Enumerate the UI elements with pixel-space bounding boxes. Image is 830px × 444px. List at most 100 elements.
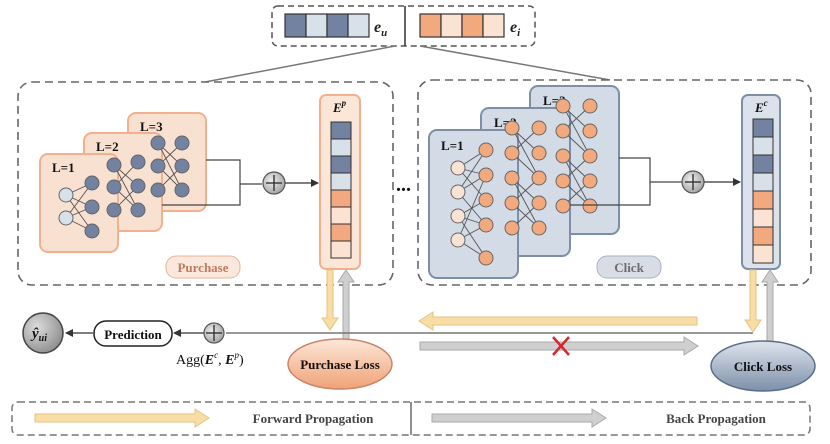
purchase-matrix-cells bbox=[330, 121, 352, 259]
click-l2-node bbox=[504, 220, 520, 236]
click-layer2-link bbox=[570, 182, 651, 206]
purchase-matrix-cell bbox=[330, 189, 352, 208]
click-panel-frame bbox=[417, 79, 812, 286]
click-l3-node bbox=[582, 198, 598, 214]
click-l3-node bbox=[582, 123, 598, 139]
click-l3-node bbox=[582, 173, 598, 189]
prediction-label: Prediction bbox=[104, 327, 162, 342]
click-matrix-label: Ec bbox=[754, 98, 768, 115]
purchase-tag-label: Purchase bbox=[177, 260, 228, 275]
click-matrix-cells bbox=[752, 118, 774, 264]
click-to-prediction-forward-arrow bbox=[418, 311, 698, 331]
click-l1-node bbox=[478, 167, 494, 183]
click-graph-network bbox=[450, 98, 598, 266]
click-l2-node bbox=[504, 120, 520, 136]
user-embedding-cell bbox=[326, 13, 349, 38]
embedding-panel-frame bbox=[271, 5, 536, 47]
user-embedding-label: eu bbox=[374, 19, 387, 39]
click-l2-edge bbox=[511, 127, 540, 179]
click-l2-edge bbox=[511, 177, 540, 229]
item-embedding-cell bbox=[440, 13, 463, 38]
purchase-layer2-link bbox=[162, 184, 241, 206]
click-l1-edge bbox=[457, 149, 487, 193]
purchase-graph-network bbox=[58, 135, 190, 239]
purchase-l1-node bbox=[58, 187, 74, 203]
legend-forward-swatch bbox=[34, 408, 210, 428]
purchase-l3-node bbox=[150, 158, 166, 174]
purchase-l2-node bbox=[130, 202, 146, 218]
click-matrix-cell bbox=[752, 244, 774, 264]
click-matrix-cell bbox=[752, 226, 774, 246]
click-l2-node bbox=[531, 220, 547, 236]
purchase-l2-node bbox=[106, 202, 122, 218]
click-layer3-link bbox=[619, 157, 682, 183]
purchase-back-arrow bbox=[337, 269, 355, 343]
click-matrix-cell bbox=[752, 208, 774, 228]
item-embedding-vector bbox=[419, 13, 505, 38]
purchase-matrix-cell bbox=[330, 223, 352, 242]
click-l1-node bbox=[478, 142, 494, 158]
behavior-ellipsis: ... bbox=[396, 174, 411, 196]
click-l2-node bbox=[531, 170, 547, 186]
click-behavior-panel: L=3 L=2 L=1 Ec Click bbox=[417, 79, 812, 286]
click-matrix-cell bbox=[752, 190, 774, 210]
click-l1-node bbox=[450, 184, 466, 200]
click-matrix-cell bbox=[752, 154, 774, 174]
click-l1-node bbox=[478, 250, 494, 266]
click-loss-node bbox=[710, 340, 816, 392]
purchase-tag bbox=[165, 255, 241, 279]
legend-back-swatch bbox=[431, 408, 607, 428]
purchase-matrix-cell bbox=[330, 138, 352, 157]
click-l1-edge bbox=[457, 174, 487, 241]
purchase-layer3-link bbox=[206, 159, 262, 185]
aggregation-formula: Agg(Ec, Ep) bbox=[176, 350, 244, 368]
click-l3-node bbox=[555, 98, 571, 114]
purchase-l1-node bbox=[84, 175, 100, 191]
user-embedding-cell bbox=[284, 13, 307, 38]
purchase-matrix-label: Ep bbox=[332, 98, 347, 115]
legend-back-label: Back Propagation bbox=[666, 411, 767, 426]
purchase-matrix-cell bbox=[330, 172, 352, 191]
purchase-behavior-panel: L=3 L=2 L=1 Ep Purchase bbox=[17, 81, 394, 286]
purchase-layer-label-2: L=2 bbox=[96, 139, 119, 154]
item-embedding-label: ei bbox=[510, 19, 521, 39]
embedding-to-click-line bbox=[419, 45, 611, 81]
click-l1-node bbox=[450, 232, 466, 248]
click-l3-node bbox=[555, 173, 571, 189]
click-l1-node bbox=[478, 217, 494, 233]
click-l1-node bbox=[450, 208, 466, 224]
purchase-loss-label: Purchase Loss bbox=[300, 357, 380, 372]
aggregation-input-line bbox=[226, 332, 753, 334]
click-l2-node bbox=[531, 120, 547, 136]
click-l3-edge bbox=[562, 105, 591, 157]
purchase-forward-arrow bbox=[321, 269, 339, 331]
blocked-gradient-cross-icon bbox=[552, 336, 570, 356]
purchase-matrix-cell bbox=[330, 206, 352, 225]
purchase-l1-node bbox=[58, 210, 74, 226]
legend-frame bbox=[11, 401, 811, 436]
click-l2-node bbox=[531, 145, 547, 161]
predicted-score-node bbox=[22, 312, 64, 354]
click-tag bbox=[596, 255, 662, 279]
purchase-layer-label-1: L=1 bbox=[52, 160, 75, 175]
item-embedding-cell bbox=[482, 13, 505, 38]
predicted-score-label: ŷui bbox=[30, 326, 47, 344]
click-layer-label-1: L=1 bbox=[441, 138, 464, 153]
click-matrix-cell bbox=[752, 172, 774, 192]
click-matrix-cell bbox=[752, 136, 774, 156]
click-l2-node bbox=[504, 195, 520, 211]
item-embedding-cell bbox=[461, 13, 484, 38]
click-l3-node bbox=[555, 148, 571, 164]
purchase-to-click-back-arrow bbox=[419, 336, 699, 356]
click-l3-node bbox=[582, 98, 598, 114]
click-tag-label: Click bbox=[614, 260, 644, 275]
purchase-l3-node bbox=[174, 158, 190, 174]
purchase-matrix-cell bbox=[330, 240, 352, 259]
click-l2-node bbox=[504, 145, 520, 161]
click-l1-node bbox=[478, 192, 494, 208]
user-embedding-cell bbox=[305, 13, 328, 38]
embedding-panel: eu ei bbox=[271, 5, 536, 47]
click-l3-edge bbox=[562, 155, 591, 207]
click-l3-node bbox=[555, 123, 571, 139]
